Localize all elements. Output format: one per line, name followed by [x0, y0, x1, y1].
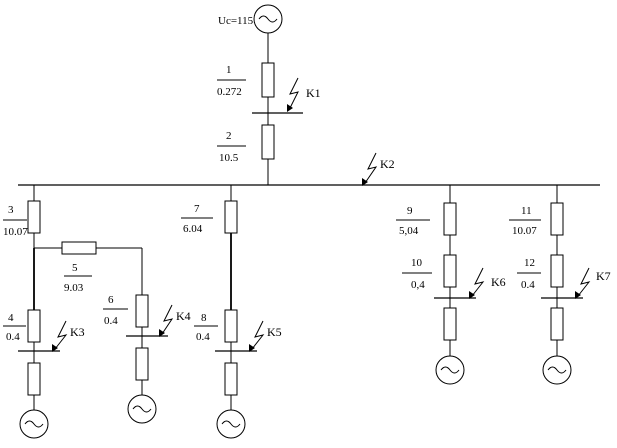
resistor-4b — [27, 362, 41, 396]
element-number: 3 — [8, 204, 14, 216]
element-number: 11 — [521, 205, 532, 217]
lightning-icon — [471, 267, 485, 297]
element-value: 0.4 — [521, 279, 535, 291]
element-value: 10.5 — [219, 152, 239, 164]
resistor-8 — [224, 309, 238, 343]
element-number: 8 — [201, 312, 207, 324]
element-number: 2 — [226, 130, 232, 142]
sine-icon — [132, 405, 152, 413]
element-value: 0.4 — [104, 315, 118, 327]
element-number: 7 — [194, 203, 200, 215]
sine-icon — [440, 366, 460, 374]
fault-label-k6: K6 — [491, 275, 506, 289]
lightning-icon — [54, 320, 68, 350]
resistor-3 — [27, 200, 41, 234]
resistor-8b — [224, 362, 238, 396]
element-value: 6.04 — [183, 223, 203, 235]
fault-label-k3: K3 — [70, 325, 85, 339]
element-value: 0.4 — [196, 331, 210, 343]
fault-labels: K1 K2 K3 K4 K5 K6 K7 — [70, 86, 611, 339]
resistor-10b — [443, 307, 457, 341]
element-value: 0.4 — [6, 331, 20, 343]
resistor-6b — [135, 347, 149, 381]
source-voltage-label: Uc=115 — [218, 15, 254, 27]
resistor-7 — [224, 200, 238, 234]
fault-label-k2: K2 — [380, 157, 395, 171]
resistor-5 — [61, 241, 97, 255]
resistor-12b — [550, 307, 564, 341]
element-number: 10 — [411, 257, 423, 269]
lightning-icon — [161, 304, 174, 335]
lightning-icon — [364, 152, 378, 184]
element-number: 9 — [407, 205, 413, 217]
branch-d — [541, 185, 583, 385]
branch-a — [18, 185, 168, 439]
fault-arrows — [52, 77, 591, 352]
lightning-icon — [289, 77, 299, 109]
sine-icon — [547, 366, 567, 374]
lightning-icon — [577, 267, 591, 297]
element-number: 5 — [72, 262, 78, 274]
lightning-icon — [251, 320, 265, 350]
resistor-2 — [261, 124, 275, 160]
sine-icon — [221, 420, 241, 428]
element-number: 4 — [8, 312, 14, 324]
element-value: 10.07 — [512, 225, 537, 237]
resistor-10 — [443, 254, 457, 288]
element-value: 9.03 — [64, 282, 84, 294]
sine-icon — [258, 15, 278, 23]
fault-label-k7: K7 — [596, 269, 611, 283]
fault-label-k1: K1 — [306, 86, 321, 100]
element-value: 0.272 — [217, 86, 242, 98]
element-labels: 1 0.272 2 10.5 3 10.07 4 0.4 5 9.03 6 0.… — [3, 64, 541, 343]
element-value: 5,04 — [399, 225, 419, 237]
branch-b — [215, 185, 257, 439]
resistor-1 — [261, 62, 275, 98]
element-value: 10.07 — [3, 226, 28, 238]
element-value: 0,4 — [411, 279, 425, 291]
resistor-4 — [27, 309, 41, 343]
branch-c — [434, 185, 476, 385]
element-number: 12 — [524, 257, 535, 269]
sine-icon — [24, 420, 44, 428]
resistor-6 — [135, 294, 149, 328]
main-source-group: Uc=115 — [218, 4, 303, 185]
resistor-11 — [550, 202, 564, 236]
element-number: 6 — [108, 294, 114, 306]
fault-label-k5: K5 — [267, 325, 282, 339]
fault-label-k4: K4 — [176, 309, 191, 323]
resistor-12 — [550, 254, 564, 288]
element-number: 1 — [226, 64, 232, 76]
resistor-9 — [443, 202, 457, 236]
